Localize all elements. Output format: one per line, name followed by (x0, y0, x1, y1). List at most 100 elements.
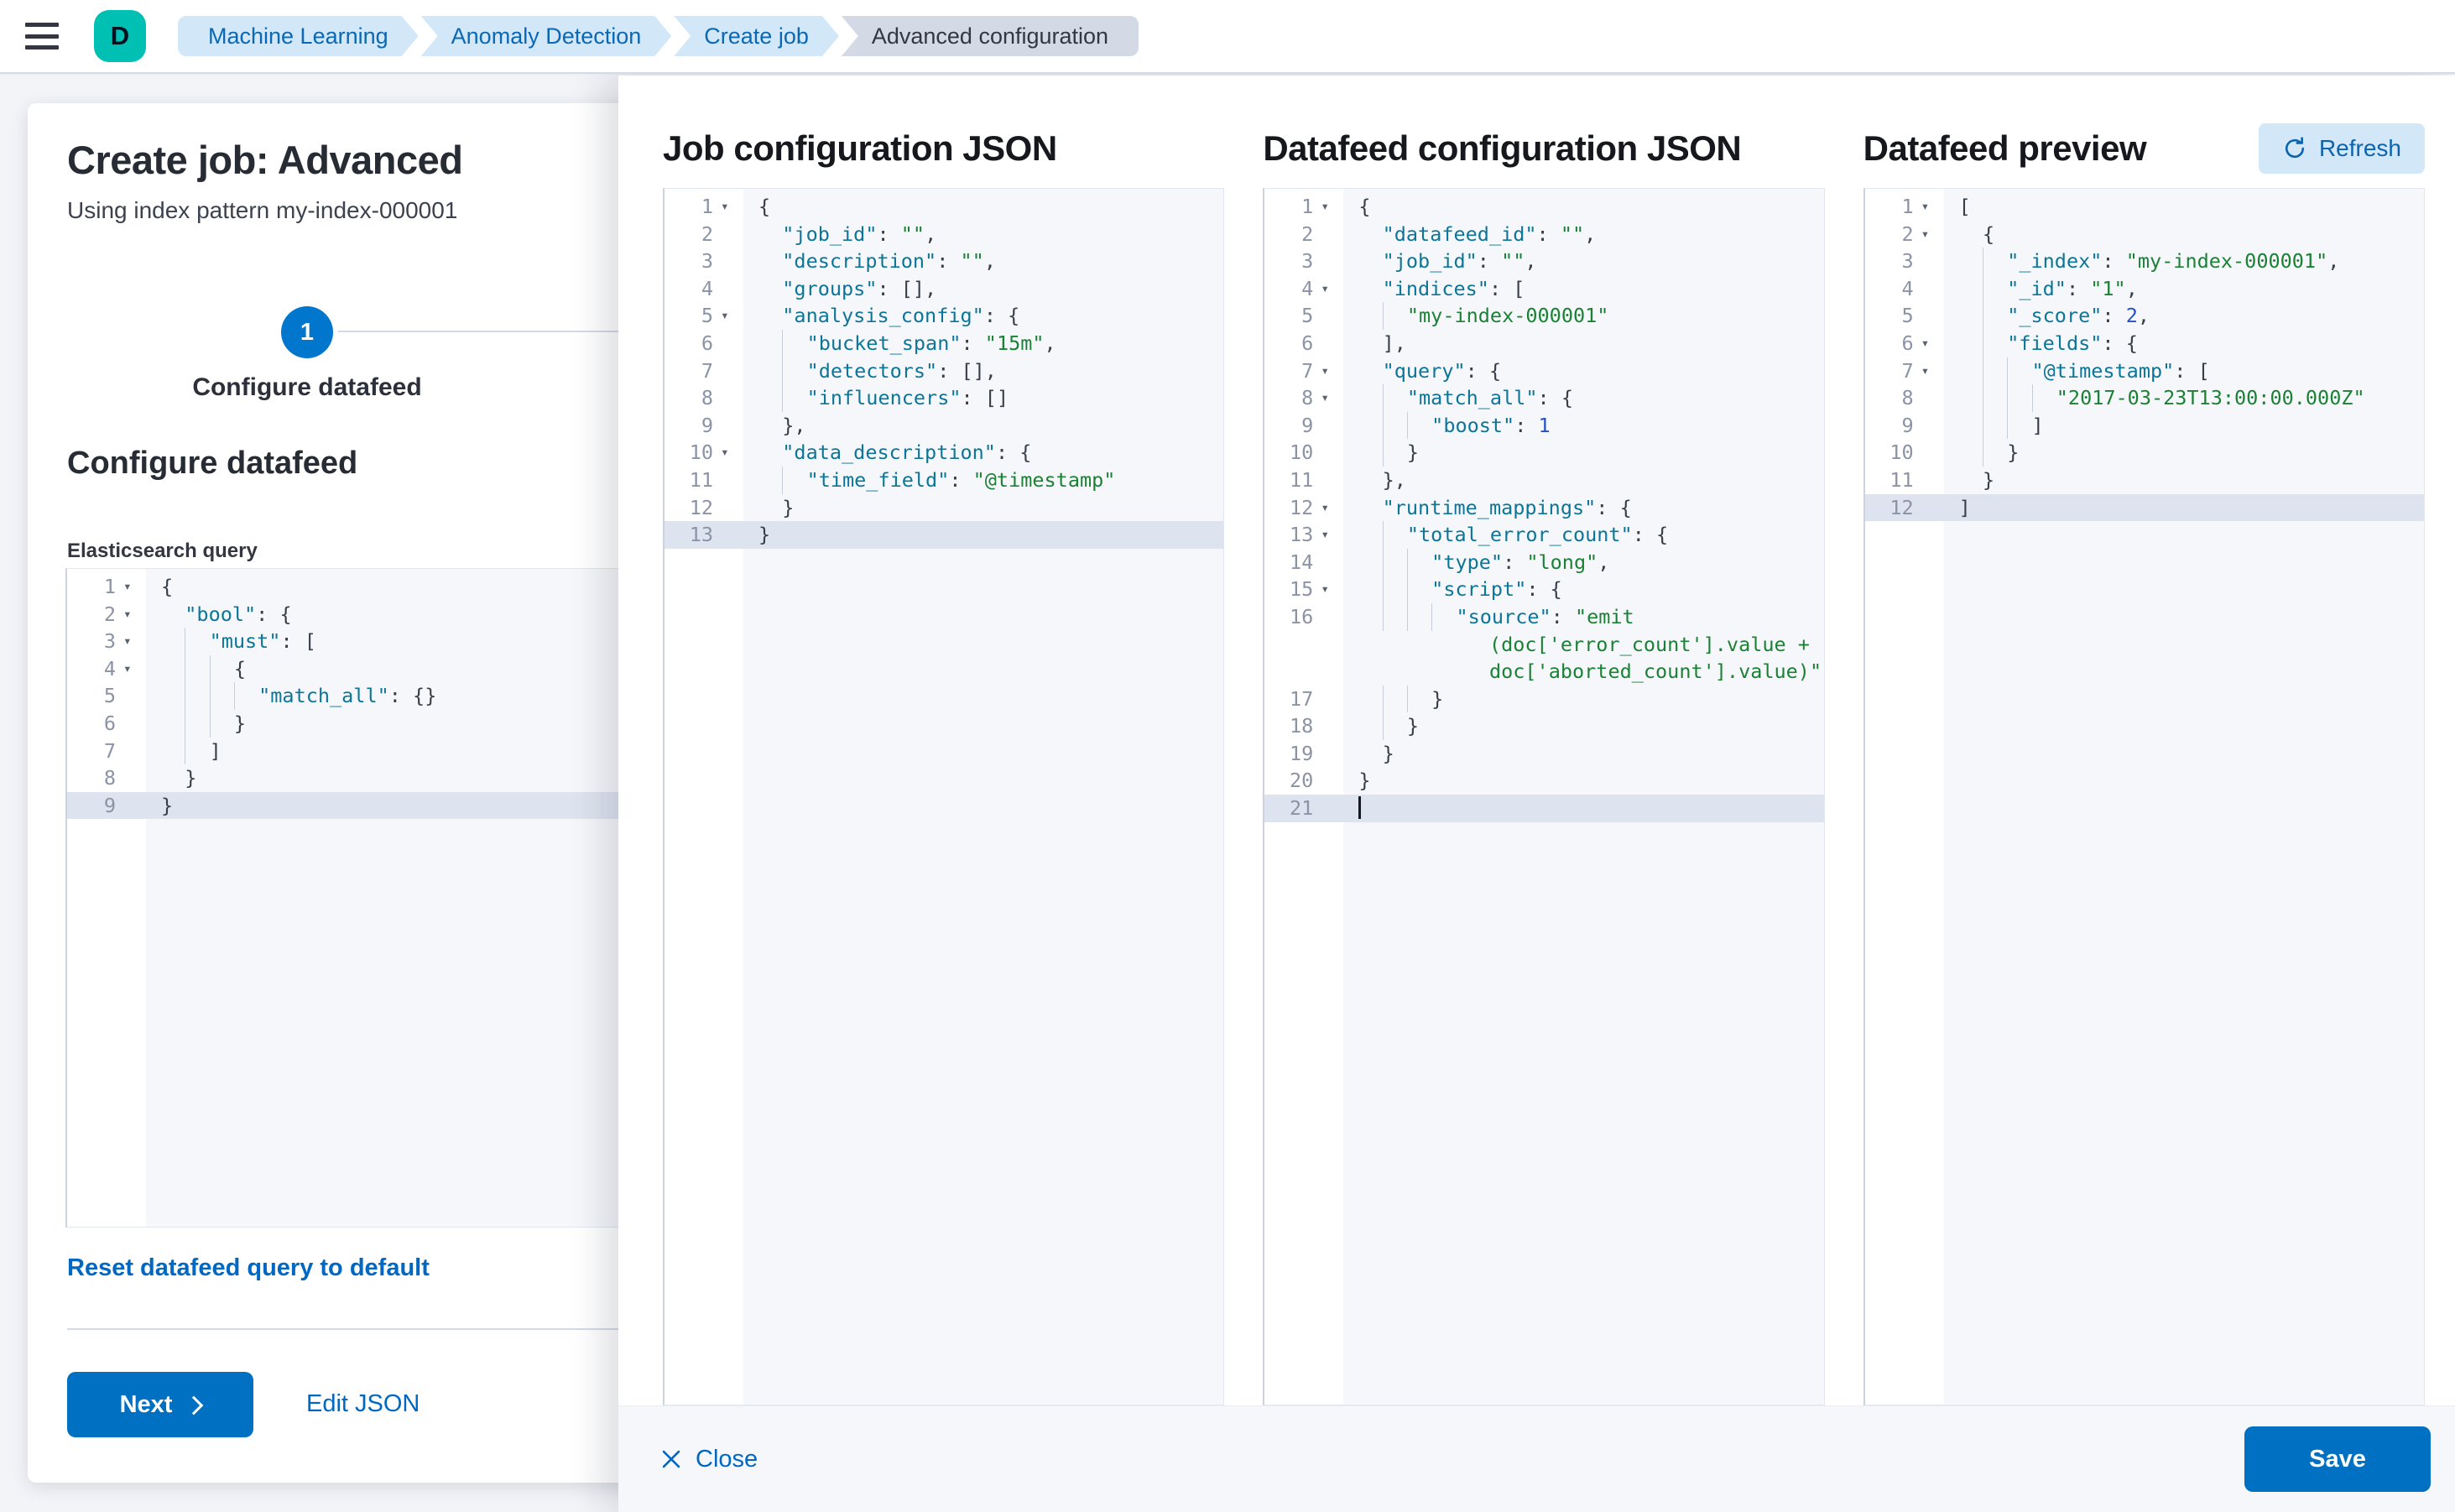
code-line[interactable]: 21 (1264, 795, 1824, 822)
reset-datafeed-query-link[interactable]: Reset datafeed query to default (67, 1254, 430, 1281)
code-line[interactable]: 2"datafeed_id": "", (1264, 221, 1823, 248)
code-line[interactable]: 10} (1264, 439, 1823, 467)
code-line[interactable]: 8"influencers": [] (665, 384, 1223, 412)
code-line[interactable]: (doc['error_count'].value + (1264, 631, 1823, 659)
code-line[interactable]: 14"type": "long", (1264, 548, 1823, 576)
code-line[interactable]: 11}, (1264, 467, 1823, 494)
indent-guide (1382, 602, 1407, 631)
next-button[interactable]: Next (67, 1372, 253, 1437)
code-line[interactable]: 10▾"data_description": { (665, 439, 1223, 467)
code-line[interactable]: 5"my-index-000001" (1264, 302, 1823, 330)
code-line[interactable]: 12] (1864, 493, 2424, 522)
fold-arrow-icon[interactable]: ▾ (123, 605, 132, 622)
code-token: : [], (937, 358, 997, 383)
code-line[interactable]: 11"time_field": "@timestamp" (665, 466, 1223, 494)
fold-arrow-icon[interactable]: ▾ (721, 307, 729, 324)
edit-json-link[interactable]: Edit JSON (306, 1390, 420, 1417)
code-line[interactable]: 12▾"runtime_mappings": { (1264, 494, 1823, 522)
fold-arrow-icon[interactable]: ▾ (721, 444, 729, 461)
code-line[interactable]: 5"match_all": {} (67, 682, 782, 710)
breadcrumb-machine-learning[interactable]: Machine Learning (178, 16, 419, 56)
code-line[interactable]: 4▾{ (67, 654, 782, 683)
code-line[interactable]: 12} (665, 494, 1223, 522)
code-line[interactable]: 10} (1865, 439, 2424, 467)
code-line[interactable]: 6], (1264, 330, 1823, 357)
datafeed-configuration-editor[interactable]: 1▾{2"datafeed_id": "",3"job_id": "",4▾"i… (1263, 188, 1825, 1405)
code-line[interactable]: 9"boost": 1 (1264, 411, 1823, 440)
fold-arrow-icon[interactable]: ▾ (1321, 526, 1329, 543)
code-line[interactable]: 17} (1264, 685, 1823, 713)
code-line[interactable]: 4"_id": "1", (1865, 274, 2424, 303)
code-line[interactable]: 3"description": "", (665, 248, 1223, 275)
step-1-indicator[interactable]: 1 (281, 306, 333, 358)
save-button[interactable]: Save (2244, 1426, 2431, 1492)
code-line[interactable]: 20} (1264, 767, 1823, 795)
code-line[interactable]: 7] (67, 737, 782, 765)
fold-arrow-icon[interactable]: ▾ (1921, 198, 1930, 214)
code-line[interactable]: 5"_score": 2, (1865, 302, 2424, 330)
code-line[interactable]: 7▾"query": { (1264, 357, 1823, 385)
fold-arrow-icon[interactable]: ▾ (1321, 198, 1329, 214)
code-line[interactable]: 1▾{ (67, 573, 782, 601)
datafeed-preview-editor[interactable]: 1▾[2▾{3"_index": "my-index-000001",4"_id… (1863, 188, 2425, 1405)
code-line[interactable]: 8} (67, 764, 782, 792)
fold-arrow-icon[interactable]: ▾ (1321, 279, 1329, 296)
code-line[interactable]: 2"job_id": "", (665, 221, 1223, 248)
indent-guide (1358, 357, 1382, 385)
code-line[interactable]: 3▾"must": [ (67, 628, 782, 655)
fold-arrow-icon[interactable]: ▾ (1921, 334, 1930, 351)
code-line[interactable]: 6▾"fields": { (1865, 329, 2424, 357)
code-line[interactable]: 1▾{ (665, 193, 1223, 221)
code-line[interactable]: 6} (67, 709, 782, 738)
code-line[interactable]: 5▾"analysis_config": { (665, 302, 1223, 330)
code-line[interactable]: 3"_index": "my-index-000001", (1865, 248, 2424, 275)
code-line[interactable]: doc['aborted_count'].value)" (1264, 658, 1823, 686)
fold-arrow-icon[interactable]: ▾ (123, 578, 132, 594)
code-line[interactable]: 7"detectors": [], (665, 357, 1223, 385)
code-line[interactable]: 18} (1264, 712, 1823, 740)
code-line[interactable]: 4"groups": [], (665, 275, 1223, 303)
code-token: "15m" (984, 331, 1045, 355)
code-line[interactable]: 1▾[ (1865, 193, 2424, 221)
code-line[interactable]: 9] (1865, 411, 2424, 440)
code-line[interactable]: 8▾"match_all": { (1264, 384, 1823, 412)
fold-arrow-icon[interactable]: ▾ (1921, 362, 1930, 378)
code-line[interactable]: 13▾"total_error_count": { (1264, 521, 1823, 549)
fold-arrow-icon[interactable]: ▾ (123, 660, 132, 676)
close-button[interactable]: Close (660, 1446, 758, 1473)
code-line[interactable]: 9}, (665, 412, 1223, 440)
indent-guide (1982, 248, 2007, 275)
code-line[interactable]: 1▾{ (1264, 193, 1823, 221)
code-token: : { (1465, 358, 1502, 383)
fold-arrow-icon[interactable]: ▾ (123, 633, 132, 649)
code-line[interactable]: 2▾"bool": { (67, 601, 782, 628)
fold-arrow-icon[interactable]: ▾ (1321, 498, 1329, 515)
code-line[interactable]: 15▾"script": { (1264, 576, 1823, 603)
breadcrumb-anomaly-detection[interactable]: Anomaly Detection (421, 16, 672, 56)
code-line[interactable]: 19} (1264, 740, 1823, 768)
code-line[interactable]: 2▾{ (1865, 221, 2424, 248)
code-line[interactable]: 11} (1865, 467, 2424, 494)
code-line[interactable]: 3"job_id": "", (1264, 248, 1823, 275)
fold-arrow-icon[interactable]: ▾ (1921, 225, 1930, 242)
code-line[interactable]: 7▾"@timestamp": [ (1865, 357, 2424, 385)
fold-arrow-icon[interactable]: ▾ (1321, 389, 1329, 406)
code-token: ], (1382, 331, 1406, 355)
code-line[interactable]: 6"bucket_span": "15m", (665, 329, 1223, 357)
menu-icon[interactable] (25, 23, 59, 50)
fold-arrow-icon[interactable]: ▾ (1321, 362, 1329, 378)
fold-arrow-icon[interactable]: ▾ (1321, 581, 1329, 597)
breadcrumb-create-job[interactable]: Create job (674, 16, 839, 56)
fold-arrow-icon[interactable]: ▾ (721, 198, 729, 214)
code-line[interactable]: 16"source": "emit (1264, 602, 1823, 631)
indent-guide (758, 412, 782, 440)
top-navigation-bar: D Machine Learning Anomaly Detection Cre… (0, 0, 2455, 74)
job-configuration-editor[interactable]: 1▾{2"job_id": "",3"description": "",4"gr… (663, 188, 1225, 1405)
code-line[interactable]: 13} (665, 521, 1224, 549)
code-line[interactable]: 4▾"indices": [ (1264, 275, 1823, 303)
refresh-button[interactable]: Refresh (2258, 123, 2425, 174)
fold-gutter (1918, 384, 1947, 412)
avatar[interactable]: D (94, 10, 146, 62)
code-line[interactable]: 8"2017-03-23T13:00:00.000Z" (1865, 384, 2424, 412)
indent-guide (185, 628, 209, 655)
